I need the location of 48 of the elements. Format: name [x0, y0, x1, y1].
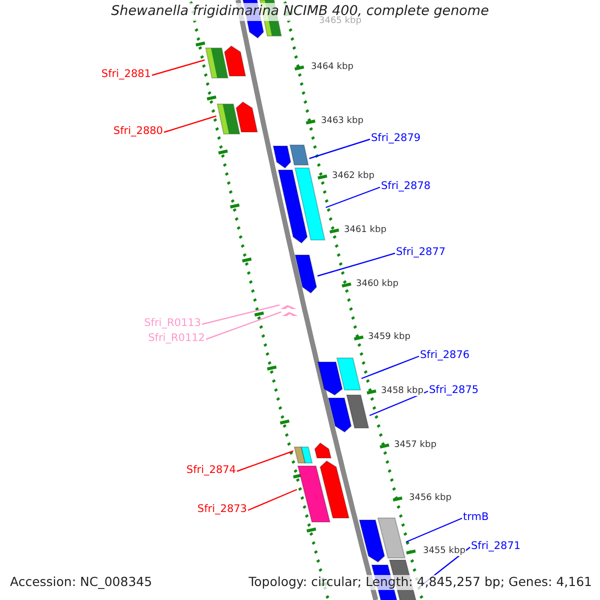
leader-line [164, 115, 216, 133]
gene-label: Sfri_2876 [420, 350, 470, 360]
leader-line [406, 518, 462, 543]
gene-label: Sfri_R0112 [148, 333, 205, 344]
leader-line [317, 252, 396, 277]
footer-text: Topology: circular; Length: 4,845,257 bp; Genes: 4,161 [246, 575, 594, 590]
gene-drawing [280, 305, 296, 309]
gene-drawing [205, 45, 246, 78]
gene-label: Sfri_2880 [113, 126, 163, 136]
gene-drawing [282, 312, 298, 316]
gene-label: Sfri_2875 [429, 385, 479, 396]
gene-label: Sfri_2877 [396, 247, 446, 258]
gene-drawing [272, 144, 309, 169]
leader-line [206, 311, 282, 340]
tick-label: 3461 kbp [343, 226, 388, 235]
tick-label: 3456 kbp [408, 494, 452, 503]
gene-label: Sfri_2873 [197, 504, 247, 514]
gene-drawing [317, 358, 362, 396]
tick-label: 3462 kbp [331, 172, 376, 181]
leader-line [248, 488, 298, 511]
gene-label: Sfri_2878 [381, 181, 431, 192]
tick-label: 3464 kbp [310, 63, 354, 72]
tick-label: 3455 kbp [422, 547, 466, 556]
tick-label: 3460 kbp [355, 280, 400, 289]
gene-label: Sfri_2879 [371, 133, 421, 144]
gene-label: Sfri_R0113 [144, 318, 201, 328]
tick-label: 3463 kbp [320, 117, 364, 126]
gene-drawing [278, 168, 326, 244]
tick-label: 3457 kbp [393, 441, 438, 450]
leader-line [361, 356, 420, 380]
leader-line [202, 304, 280, 325]
leader-line [309, 138, 370, 160]
gene-label: Sfri_2874 [186, 465, 236, 476]
tick-label: 3459 kbp [367, 333, 412, 342]
gene-drawing [294, 442, 332, 464]
gene-drawing [328, 394, 370, 433]
gene-drawing [294, 254, 318, 294]
leader-line [236, 450, 294, 472]
gene-drawing [297, 460, 350, 522]
gene-drawing [358, 518, 406, 563]
leader-line [152, 59, 205, 76]
gene-label: Sfri_2881 [101, 69, 151, 80]
gene-drawing [216, 101, 258, 134]
gene-label: trmB [463, 512, 489, 522]
tick-label: 3458 kbp [380, 387, 424, 396]
gene-label: Sfri_2871 [471, 541, 521, 552]
leader-line [326, 186, 380, 208]
tick-label: 3465 kbp [318, 17, 362, 26]
